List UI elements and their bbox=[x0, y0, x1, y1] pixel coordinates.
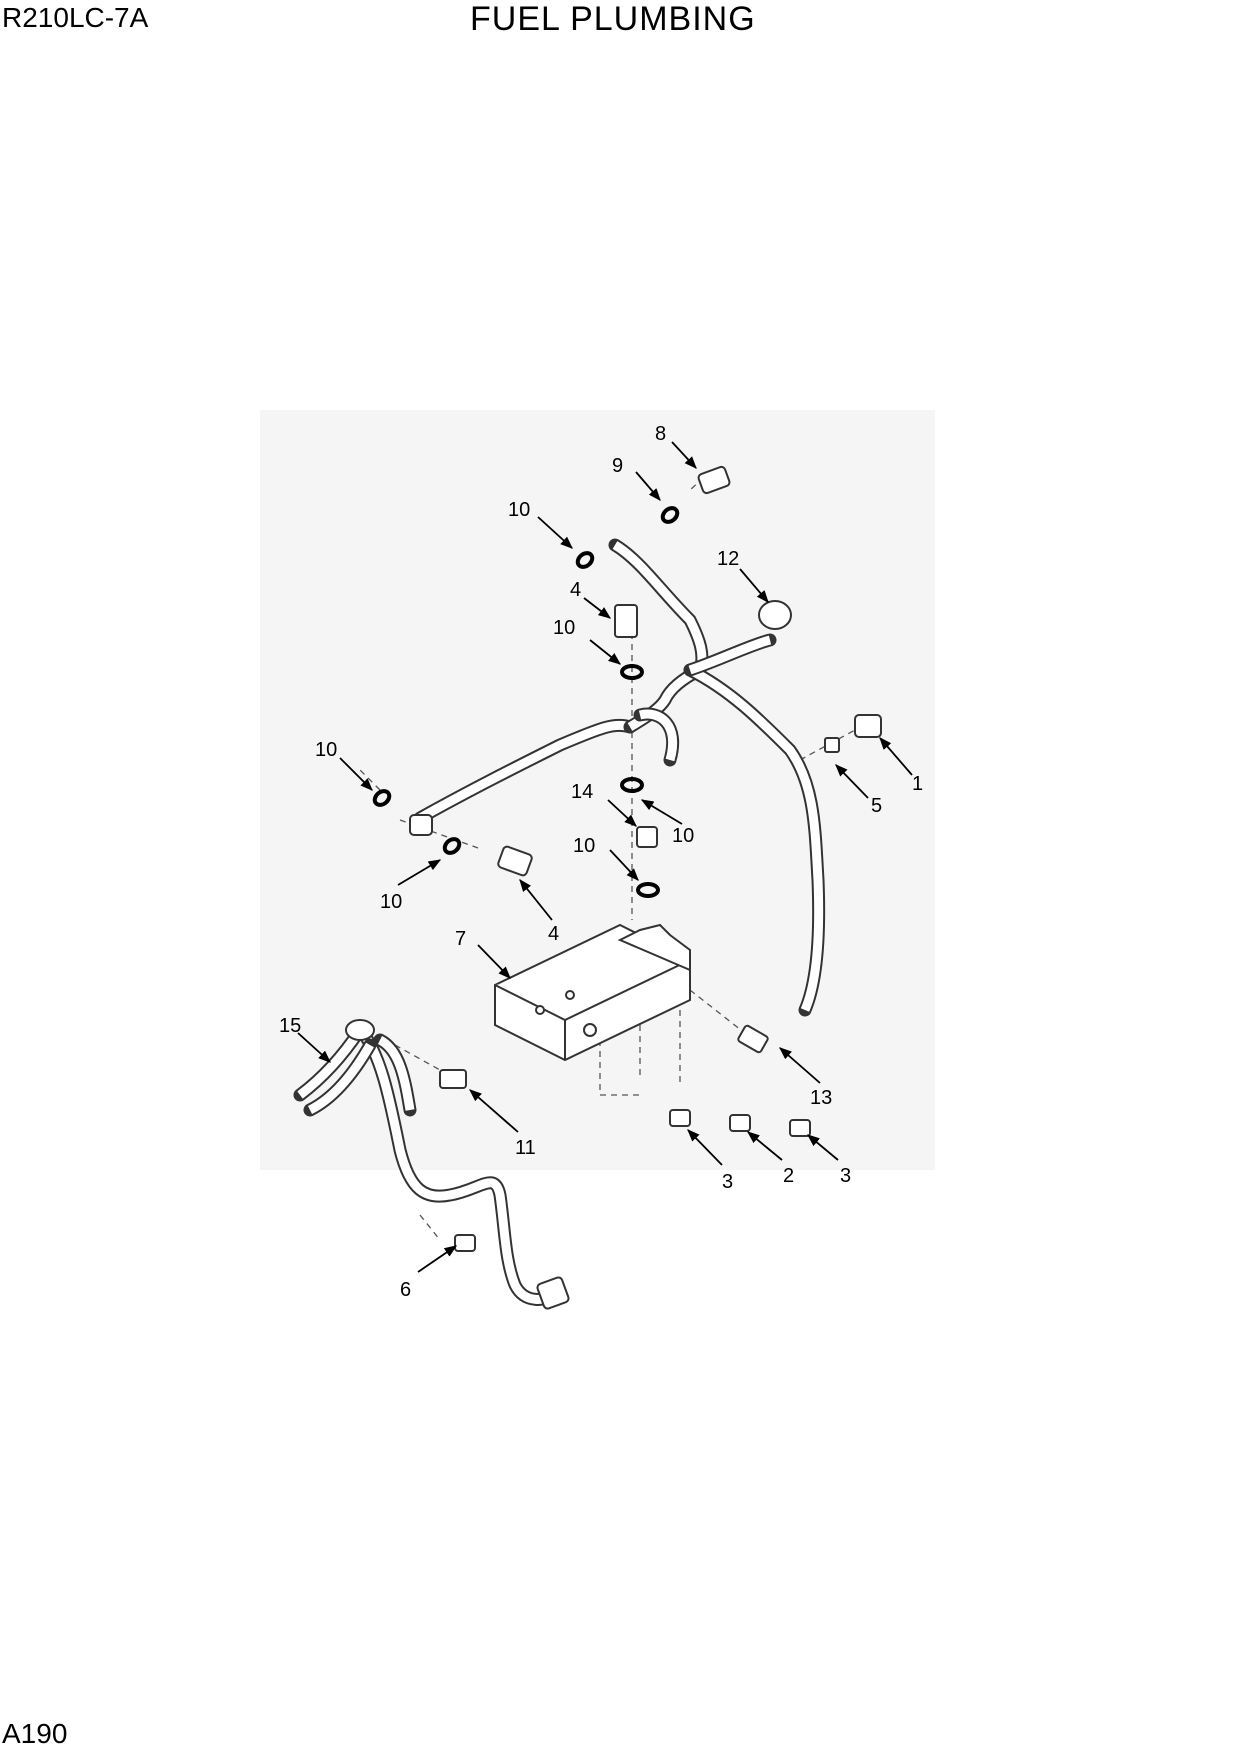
o-rings bbox=[372, 506, 680, 898]
callout-14: 14 bbox=[571, 781, 593, 803]
callout-5: 5 bbox=[871, 795, 882, 817]
callout-10-f: 10 bbox=[380, 891, 402, 913]
callout-10-d: 10 bbox=[672, 825, 694, 847]
callout-10-b: 10 bbox=[553, 617, 575, 639]
callout-10-e: 10 bbox=[573, 835, 595, 857]
callout-9: 9 bbox=[612, 455, 623, 477]
callout-4-b: 4 bbox=[548, 923, 559, 945]
page-title: FUEL PLUMBING bbox=[470, 0, 756, 38]
callout-labels: 8 9 10 12 4 10 10 1 5 14 10 10 10 4 7 15… bbox=[279, 423, 923, 1301]
callout-10-a: 10 bbox=[508, 499, 530, 521]
fittings bbox=[345, 465, 882, 1310]
callout-8: 8 bbox=[655, 423, 666, 445]
callout-3-a: 3 bbox=[722, 1171, 733, 1193]
callout-12: 12 bbox=[717, 548, 739, 570]
filter-head-part-7 bbox=[494, 923, 691, 1062]
callout-13: 13 bbox=[810, 1087, 832, 1109]
callout-6: 6 bbox=[400, 1279, 411, 1301]
callout-1: 1 bbox=[912, 773, 923, 795]
callout-7: 7 bbox=[455, 928, 466, 950]
callout-3-b: 3 bbox=[840, 1165, 851, 1187]
page-number: A190 bbox=[2, 1718, 68, 1749]
callout-11: 11 bbox=[515, 1137, 536, 1159]
fuel-lines bbox=[293, 538, 826, 1306]
callout-4-a: 4 bbox=[570, 579, 581, 601]
leader-arrows bbox=[297, 441, 913, 1273]
callout-10-c: 10 bbox=[315, 739, 337, 761]
callout-15: 15 bbox=[279, 1015, 301, 1037]
callout-2: 2 bbox=[783, 1165, 794, 1187]
model-number: R210LC-7A bbox=[2, 2, 149, 33]
